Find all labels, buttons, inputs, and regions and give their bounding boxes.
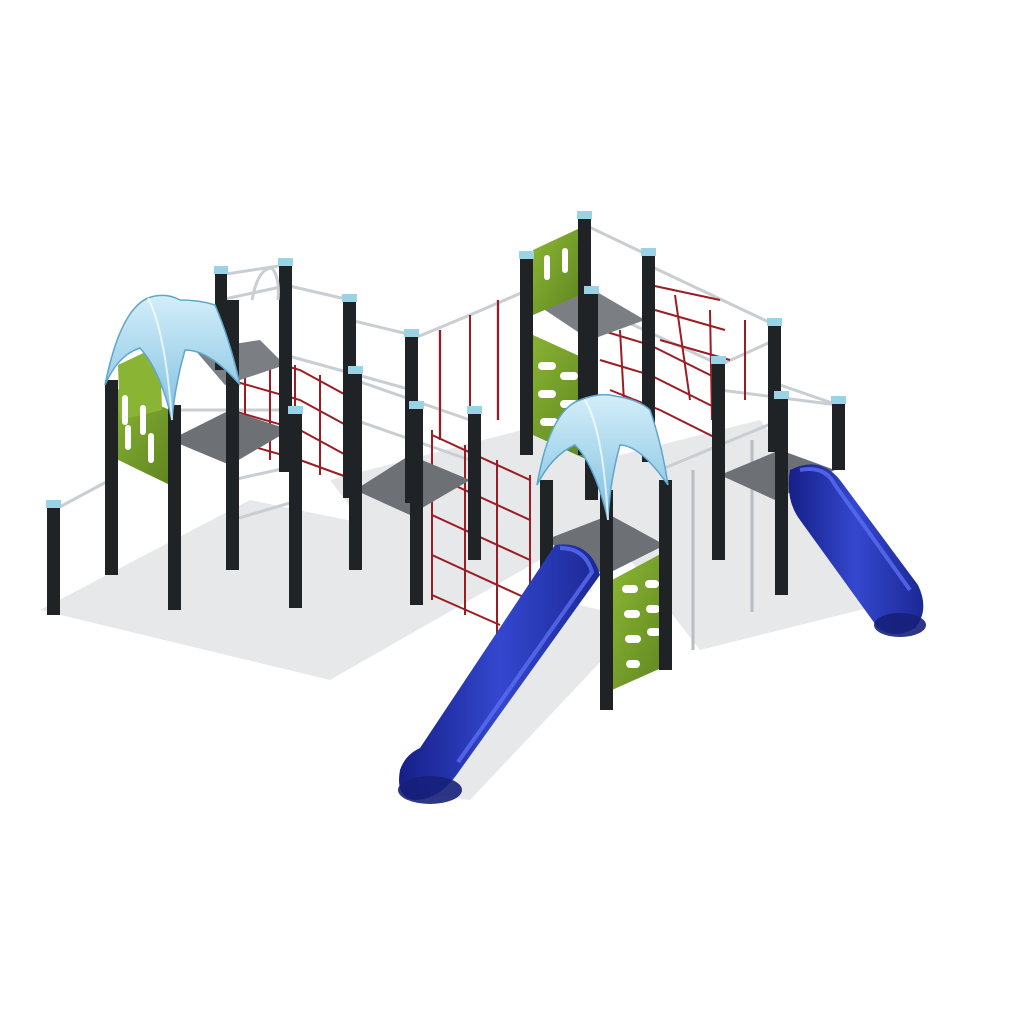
climbing-net-upper: [649, 284, 731, 361]
support-posts: [47, 215, 845, 710]
climbing-panels: [108, 228, 668, 690]
canopy-right: [536, 393, 669, 521]
handrails: [53, 223, 839, 522]
slide-front: [398, 544, 600, 804]
panel-right-back: [533, 228, 580, 315]
entry-handle: [250, 266, 280, 301]
canopy-left: [104, 294, 241, 421]
post-caps: [46, 211, 846, 508]
panel-front-climb: [612, 550, 668, 690]
slide-right: [788, 464, 926, 637]
